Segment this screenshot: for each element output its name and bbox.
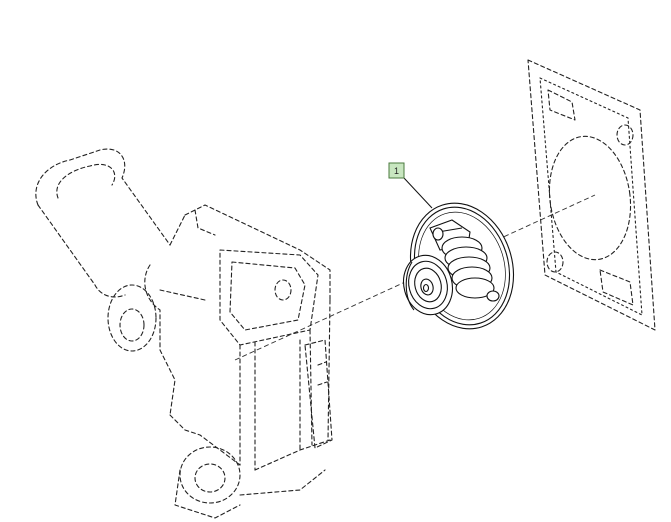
spring-coils [441,236,495,299]
thermostat-housing-ghost [35,148,333,519]
callout-box [388,162,405,179]
callout-label: 1 [394,166,399,176]
callout-1: 1 [388,162,433,209]
assembly-axis-line [234,194,596,361]
callout-leader-line [403,177,433,209]
thermostat-part [403,202,515,330]
gasket-ghost [527,59,656,331]
